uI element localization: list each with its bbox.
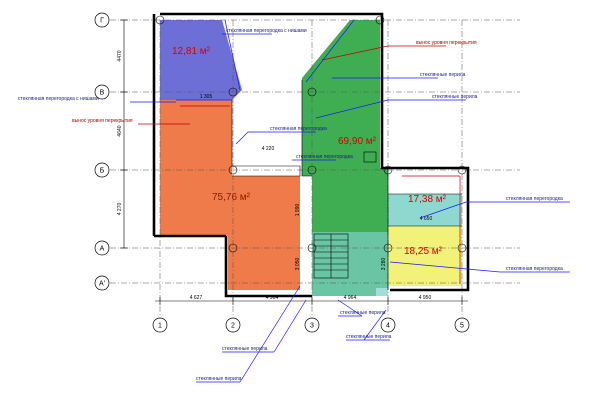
label-glass-partition-mid2: стеклянная перегородка <box>296 154 353 160</box>
annotation-labels: стеклянная перегородка с нишами вынос ур… <box>18 28 563 382</box>
axis-row-a: А <box>100 246 105 253</box>
label-glass-railing-b4: стеклянные перила <box>196 376 242 382</box>
axis-col-1: 1 <box>158 323 162 330</box>
label-glass-railing-b3: стеклянные перила <box>222 346 268 352</box>
label-slab-offset-right: вынос уровня перекрытия <box>416 40 477 46</box>
dim-inner-4: 3 050 <box>295 258 301 271</box>
dim-bottom-4: 4 950 <box>419 295 432 301</box>
dim-left-1: 4470 <box>117 50 123 61</box>
dim-bottom-2: 4 964 <box>266 295 279 301</box>
room-yellow[interactable] <box>388 226 462 286</box>
label-glass-railing-b1: стеклянные перила <box>340 310 386 316</box>
dim-bottom-3: 4 964 <box>344 295 357 301</box>
area-labels: 12,81 м² 69,90 м² 75,76 м² 17,38 м² 18,2… <box>172 46 447 257</box>
axis-row-b: Б <box>100 168 105 175</box>
room-green[interactable] <box>302 20 388 296</box>
label-glass-railing-b2: стеклянные перила <box>346 334 392 340</box>
leader-lines <box>130 33 570 383</box>
area-green: 69,90 м² <box>338 136 377 147</box>
room-orange[interactable] <box>160 100 300 290</box>
label-glass-partition-right: стеклянная перегородка <box>506 196 563 202</box>
axis-row-g: Г <box>100 18 104 25</box>
dim-left-3: 4 270 <box>117 203 123 216</box>
label-glass-partition-niches-top: стеклянная перегородка с нишами <box>226 28 307 34</box>
dim-left-2: 4640 <box>117 125 123 136</box>
label-glass-railing-r2: стеклянные перила <box>432 94 478 100</box>
axis-col-3: 3 <box>310 323 314 330</box>
room-cyan[interactable] <box>388 194 462 226</box>
dim-inner-2: 4 220 <box>262 146 275 152</box>
dimension-lines <box>120 19 468 305</box>
label-glass-partition-right2: стеклянная перегородка <box>506 266 563 272</box>
axis-col-2: 2 <box>231 323 235 330</box>
room-fills <box>160 20 462 296</box>
label-glass-partition-mid: стеклянная перегородка <box>270 126 327 132</box>
dim-inner-6: 3 280 <box>381 258 387 271</box>
dim-bottom-1: 4 627 <box>190 295 203 301</box>
axis-row-a-prime: А' <box>99 281 105 288</box>
axis-col-4: 4 <box>386 323 390 330</box>
label-glass-railing-r1: стеклянные перила <box>420 72 466 78</box>
area-cyan: 17,38 м² <box>408 194 447 205</box>
dim-inner-1: 1 305 <box>200 94 213 100</box>
col-axis-bubbles: 1 2 3 4 5 <box>152 317 470 333</box>
walls <box>152 12 470 298</box>
column-markers <box>155 15 467 253</box>
axis-col-5: 5 <box>460 323 464 330</box>
row-axis-bubbles: Г В Б А А' <box>94 12 110 291</box>
room-blue[interactable] <box>160 20 242 100</box>
area-orange: 75,76 м² <box>212 192 251 203</box>
dimension-texts: 4 627 4 964 4 964 4 950 4470 4640 4 270 … <box>117 50 432 301</box>
dim-inner-5: 4 650 <box>420 216 433 222</box>
area-yellow: 18,25 м² <box>404 246 443 257</box>
area-blue: 12,81 м² <box>172 46 211 57</box>
label-slab-offset-left: вынос уровня перекрытия <box>72 118 133 124</box>
label-glass-partition-niches-left: стеклянная перегородка с нишами <box>18 96 99 102</box>
dim-inner-3: 1 990 <box>295 204 301 217</box>
axis-row-v: В <box>100 90 105 97</box>
